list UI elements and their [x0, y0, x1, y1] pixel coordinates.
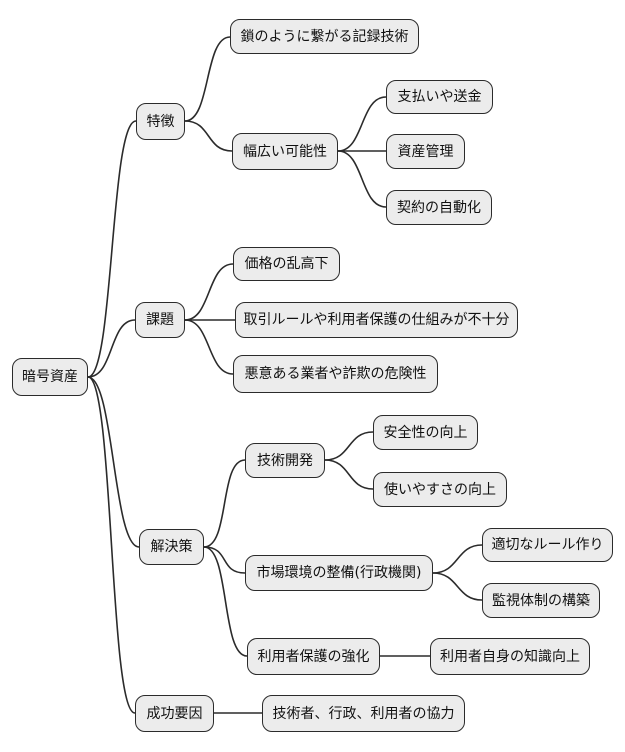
node-wide-possibilities: 幅広い可能性	[232, 133, 338, 170]
node-monitoring-system: 監視体制の構築	[482, 583, 600, 618]
edge-wide-payment	[337, 96, 387, 152]
node-market-environment: 市場環境の整備(行政機関)	[245, 555, 433, 591]
edge-feature-chain	[184, 36, 231, 122]
node-asset-management: 資産管理	[386, 134, 465, 169]
edge-root-issue	[87, 319, 136, 378]
node-safety-improvement: 安全性の向上	[373, 415, 478, 450]
edge-market-rulemaking	[432, 544, 483, 574]
edge-market-monitoring	[432, 572, 483, 601]
node-cooperation: 技術者、行政、利用者の協力	[262, 695, 465, 732]
node-issues: 課題	[135, 302, 185, 338]
edge-root-feature	[87, 120, 137, 378]
edge-tech-usability	[324, 459, 374, 490]
edge-solution-market	[203, 546, 246, 574]
node-features: 特徴	[136, 103, 185, 140]
edge-issue-fraud	[184, 319, 234, 375]
node-payments: 支払いや送金	[386, 80, 493, 114]
node-insufficient-rules: 取引ルールや利用者保護の仕組みが不十分	[235, 302, 518, 338]
node-crypto-assets: 暗号資産	[12, 358, 88, 396]
edge-tech-safety	[324, 431, 374, 461]
node-record-technology: 鎖のように繋がる記録技術	[230, 19, 419, 54]
node-price-volatility: 価格の乱高下	[233, 247, 340, 281]
edge-issue-volatility	[184, 263, 234, 321]
node-tech-development: 技術開発	[245, 443, 325, 478]
edge-root-success	[87, 376, 136, 714]
edge-solution-tech	[203, 459, 246, 548]
node-user-knowledge: 利用者自身の知識向上	[430, 638, 590, 675]
edge-wide-contract	[337, 150, 387, 208]
node-solutions: 解決策	[139, 529, 204, 565]
node-contract-automation: 契約の自動化	[386, 190, 492, 225]
edge-root-solution	[87, 376, 140, 548]
node-usability-improvement: 使いやすさの向上	[373, 472, 507, 507]
edge-solution-protection	[203, 546, 248, 657]
node-success-factors: 成功要因	[135, 695, 214, 732]
node-user-protection: 利用者保護の強化	[247, 638, 380, 675]
node-fraud-risk: 悪意ある業者や詐欺の危険性	[233, 355, 438, 393]
edge-feature-wide	[184, 120, 233, 152]
node-rule-making: 適切なルール作り	[482, 528, 613, 562]
